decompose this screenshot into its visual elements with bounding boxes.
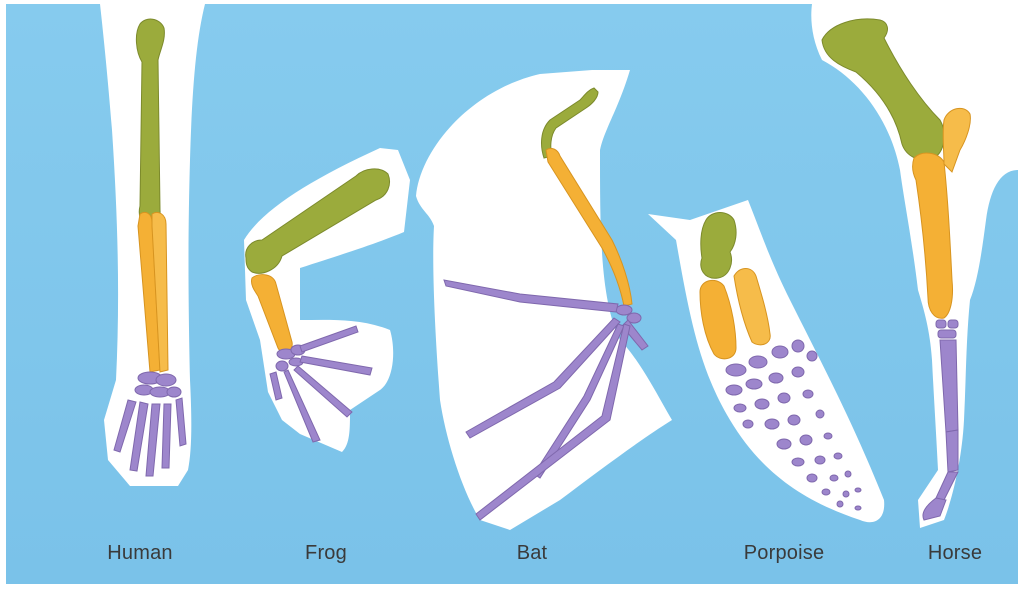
human-label: Human: [107, 542, 172, 565]
horse-label: Horse: [928, 542, 982, 565]
frog-label: Frog: [305, 542, 347, 565]
porpoise-label: Porpoise: [744, 542, 825, 565]
bat-label: Bat: [517, 542, 548, 565]
